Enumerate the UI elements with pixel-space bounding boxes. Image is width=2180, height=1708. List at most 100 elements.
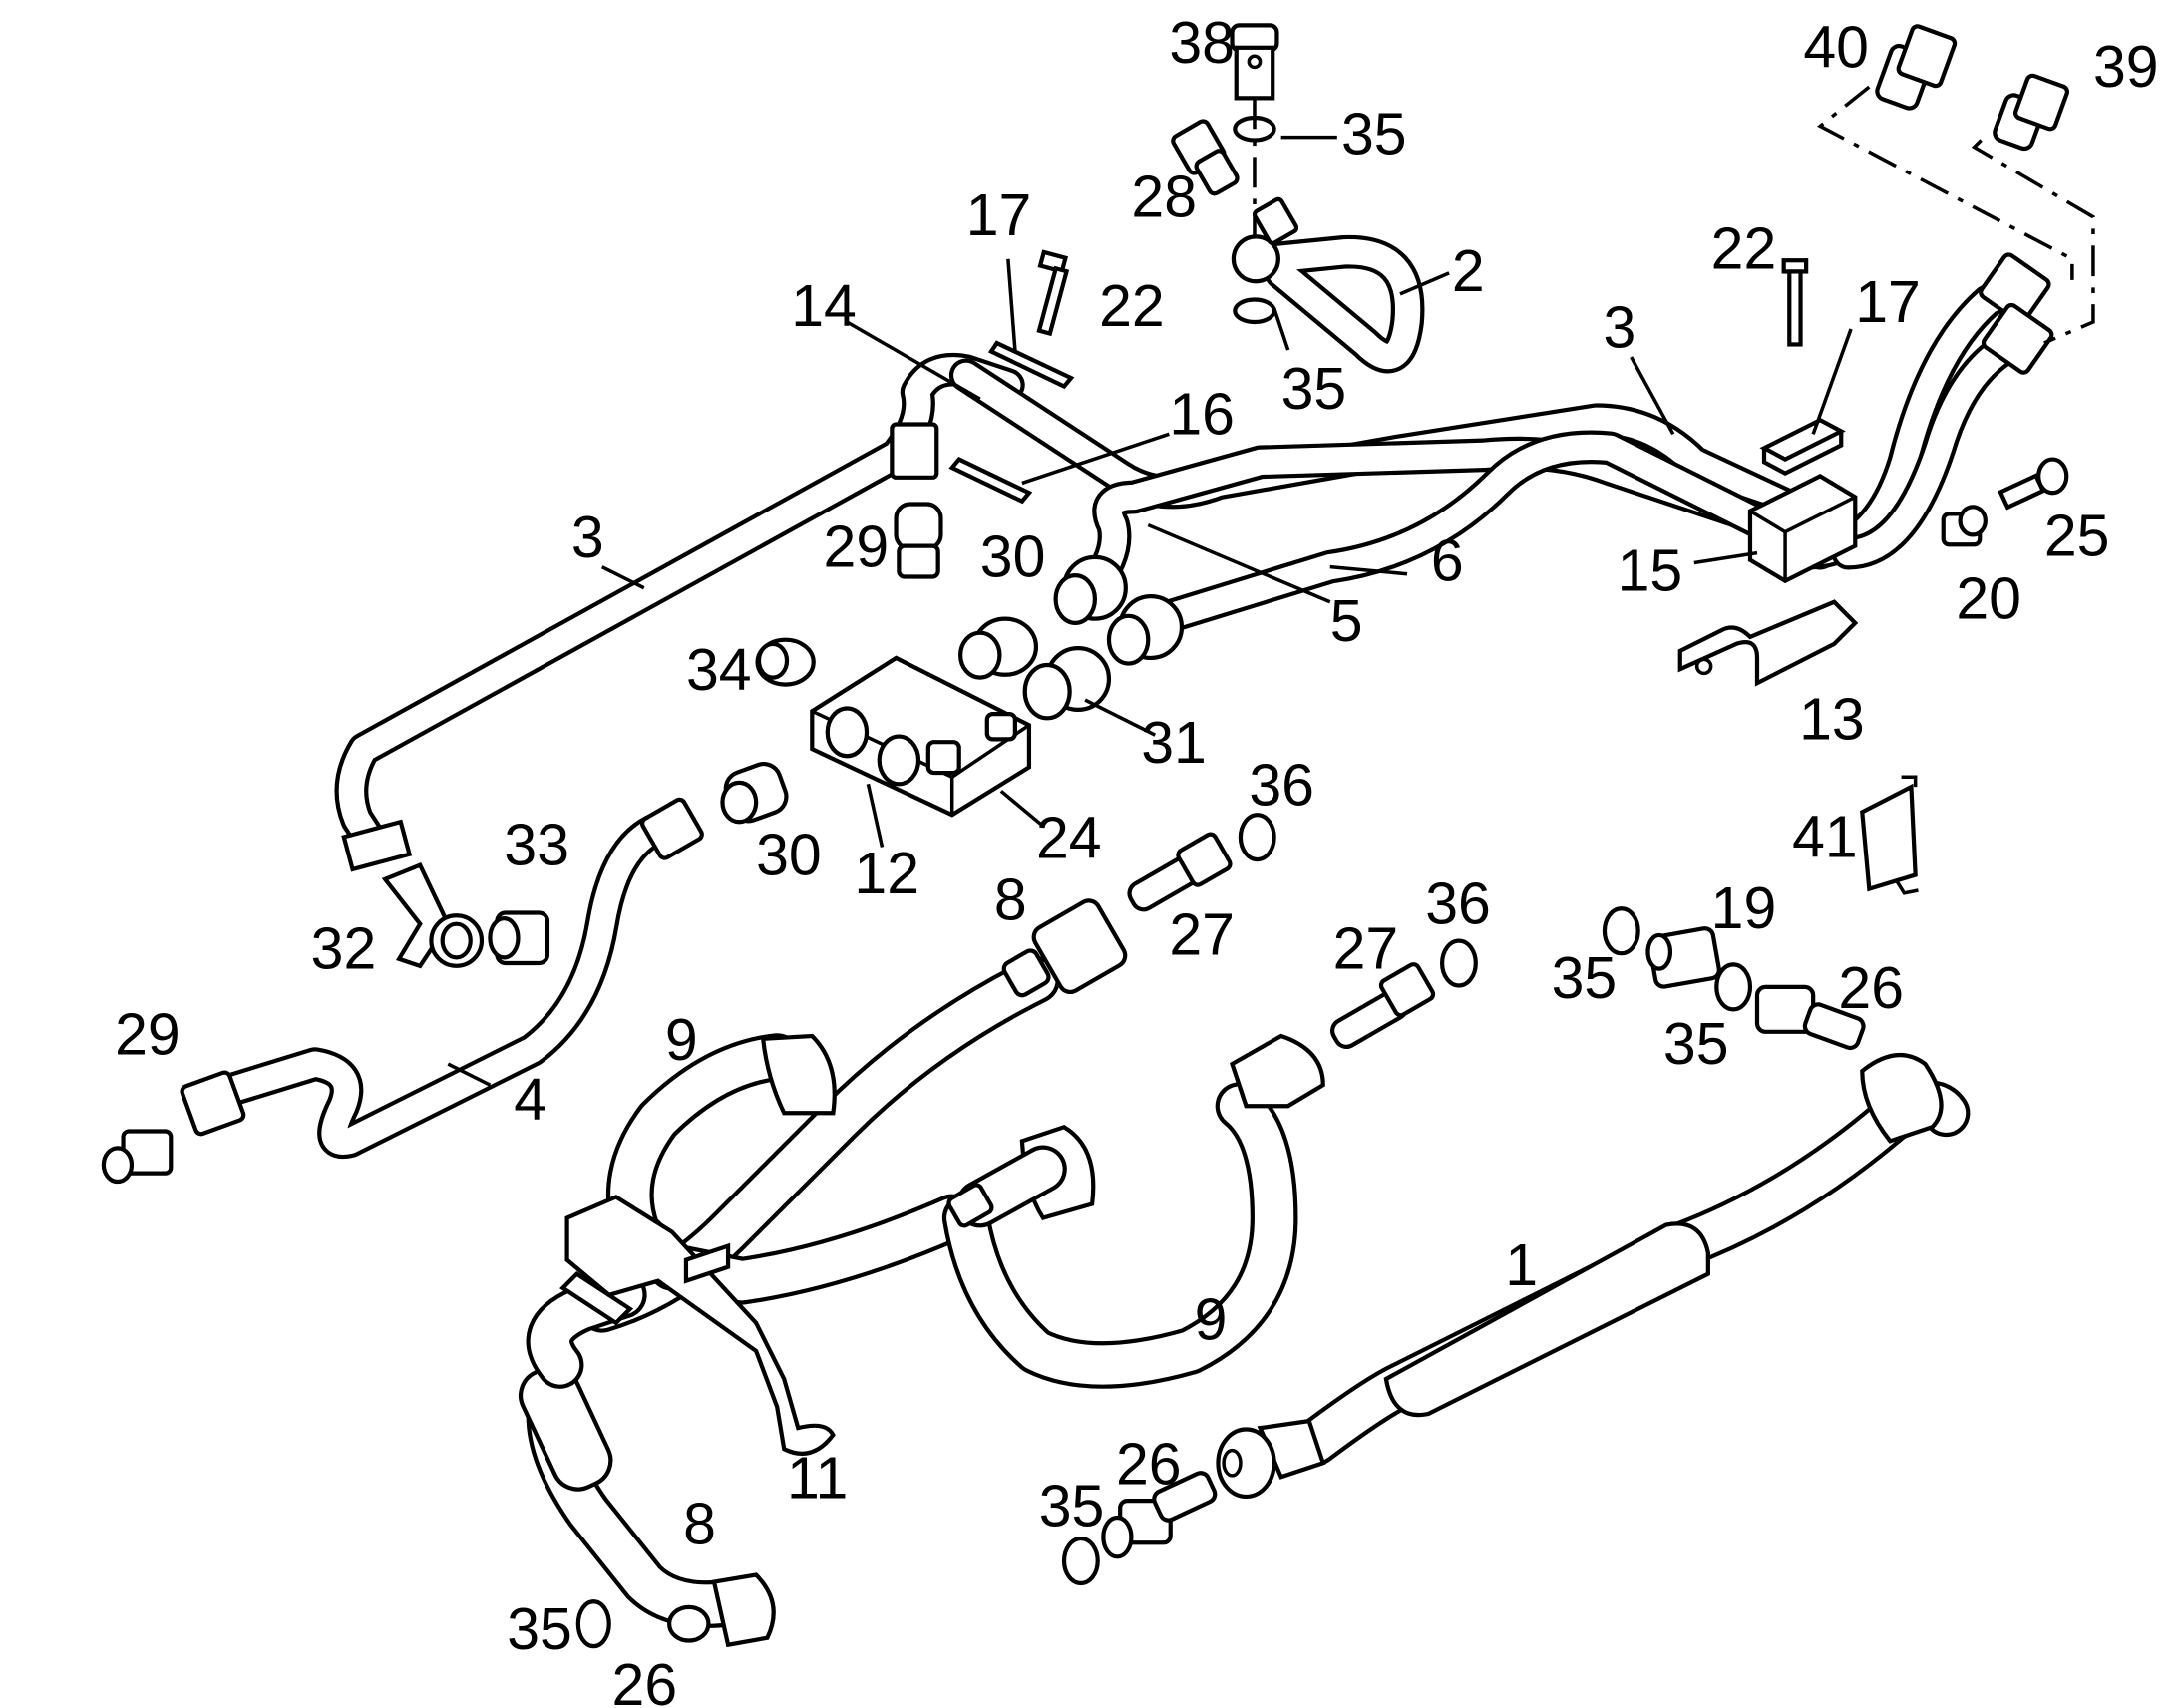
washer-35-bottom-left — [575, 1599, 611, 1649]
fitting-27-left — [1127, 832, 1233, 912]
hose-9-right — [941, 1033, 1325, 1389]
label-40: 40 — [1803, 15, 1869, 80]
label-27: 27 — [1169, 903, 1235, 968]
label-3: 3 — [571, 506, 604, 570]
pipe-2 — [1231, 196, 1425, 374]
fitting-30-bottom — [720, 762, 789, 825]
label-29: 29 — [115, 1002, 181, 1067]
part-number-labels: 38 35 28 2 35 40 39 17 22 14 16 22 17 3 … — [115, 11, 2158, 1708]
label-35: 35 — [1341, 103, 1407, 168]
washer-35-mid-right — [1714, 962, 1753, 1012]
hose-8-lower — [518, 1270, 776, 1648]
washer-35-mid-left — [1602, 906, 1640, 956]
label-13: 13 — [1799, 687, 1865, 752]
label-9: 9 — [665, 1008, 698, 1073]
label-22: 22 — [1099, 274, 1165, 339]
fitting-30-top — [958, 616, 1039, 680]
label-30: 30 — [756, 824, 822, 888]
label-26: 26 — [612, 1653, 678, 1708]
hose-1 — [1216, 1052, 1971, 1500]
label-26: 26 — [1838, 956, 1904, 1021]
label-39: 39 — [2093, 35, 2159, 100]
label-35: 35 — [1039, 1474, 1105, 1538]
bolt-22-right — [1781, 258, 1809, 347]
bolt-25 — [1998, 457, 2069, 511]
fitting-19 — [1645, 926, 1721, 989]
label-15: 15 — [1618, 539, 1683, 604]
label-11: 11 — [787, 1446, 848, 1511]
label-35: 35 — [1281, 357, 1347, 422]
plate-17-right — [1759, 417, 1846, 476]
label-35: 35 — [1663, 1012, 1729, 1077]
label-28: 28 — [1131, 166, 1197, 230]
label-9: 9 — [1195, 1288, 1228, 1353]
bracket-11 — [559, 1195, 836, 1456]
fitting-27-right — [1330, 962, 1436, 1049]
label-3: 3 — [1604, 295, 1636, 360]
label-36: 36 — [1425, 872, 1491, 937]
label-29: 29 — [824, 515, 890, 580]
washer-35-bottom — [1233, 297, 1276, 325]
leader-lines — [447, 135, 1853, 1087]
label-8: 8 — [994, 867, 1027, 932]
hose-8-upper — [577, 898, 1128, 1333]
label-8: 8 — [683, 1493, 716, 1557]
bracket-13 — [1677, 599, 1859, 687]
spacer-20 — [1941, 505, 1988, 547]
plate-17-left — [987, 340, 1075, 390]
washer-35-bottom-center — [1061, 1536, 1100, 1586]
label-31: 31 — [1141, 711, 1207, 776]
label-24: 24 — [1036, 807, 1102, 871]
fitting-39 — [1993, 73, 2070, 152]
label-1: 1 — [1505, 1233, 1538, 1298]
fitting-31 — [1022, 646, 1112, 721]
elbow-32 — [381, 862, 485, 969]
label-32: 32 — [311, 917, 377, 982]
clamp-15 — [1747, 474, 1858, 584]
plug-34 — [755, 637, 816, 687]
label-26: 26 — [1116, 1432, 1182, 1497]
nut-6 — [1106, 594, 1185, 666]
label-41: 41 — [1792, 805, 1858, 869]
label-4: 4 — [514, 1068, 546, 1133]
label-16: 16 — [1169, 382, 1235, 447]
valve-block-12 — [810, 655, 1032, 818]
washer-36-right — [1439, 938, 1478, 988]
banjo-bolt-38 — [1230, 23, 1279, 101]
label-2: 2 — [1452, 239, 1485, 304]
bolt-22-left — [1036, 249, 1070, 337]
label-5: 5 — [1330, 589, 1363, 654]
label-17: 17 — [966, 183, 1032, 248]
label-22: 22 — [1711, 217, 1777, 282]
label-38: 38 — [1169, 11, 1235, 76]
label-12: 12 — [854, 842, 919, 906]
washer-36-left — [1238, 813, 1276, 862]
label-6: 6 — [1431, 529, 1464, 594]
fitting-33 — [488, 910, 550, 966]
fitting-26-right — [1754, 984, 1866, 1051]
label-36: 36 — [1249, 753, 1314, 818]
label-14: 14 — [791, 274, 857, 339]
label-17: 17 — [1855, 270, 1921, 335]
label-35: 35 — [507, 1597, 572, 1662]
label-30: 30 — [980, 525, 1046, 590]
fitting-26-bottom — [1101, 1471, 1218, 1559]
fitting-29-top — [894, 502, 943, 579]
shield-41 — [1860, 775, 1919, 895]
label-33: 33 — [504, 814, 569, 878]
pipe-4 — [180, 797, 704, 1160]
fitting-29-bottom — [101, 1129, 174, 1185]
plate-16 — [948, 456, 1033, 505]
fitting-28 — [1171, 119, 1240, 196]
label-19: 19 — [1711, 876, 1777, 941]
label-20: 20 — [1956, 567, 2021, 632]
label-34: 34 — [686, 638, 752, 703]
label-25: 25 — [2044, 504, 2110, 568]
nut-5 — [1053, 554, 1128, 625]
label-35: 35 — [1552, 946, 1618, 1011]
fitting-40 — [1875, 24, 1958, 111]
label-27: 27 — [1333, 917, 1399, 982]
pipe-bundle-upper — [948, 252, 2054, 640]
